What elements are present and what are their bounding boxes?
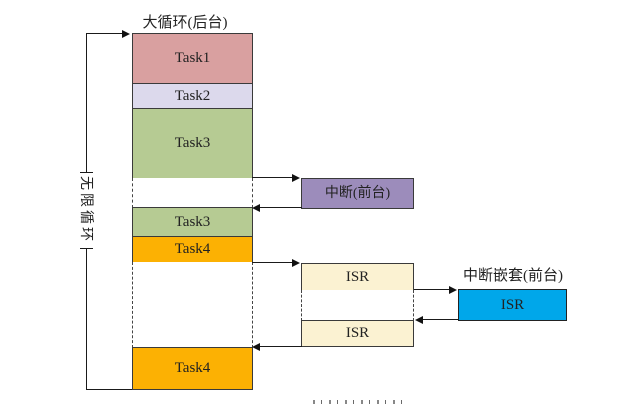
flow-line-to-interrupt <box>252 177 293 178</box>
background-loop-title: 大循环(后台) <box>142 15 228 31</box>
flow-line-interrupt-return <box>259 207 302 208</box>
task4-label: Task4 <box>174 241 211 257</box>
task3-label: Task3 <box>174 135 211 151</box>
arrowhead-interrupt-return <box>252 204 260 212</box>
flow-line-to-nested-isr <box>414 289 450 290</box>
interrupt-label: 中断(前台) <box>324 185 391 201</box>
loop-line-bottom <box>86 389 132 390</box>
nested-interrupt-title: 中断嵌套(前台) <box>463 268 563 284</box>
interrupted-gap-2 <box>132 262 253 348</box>
task3-resumed-block: Task3 <box>132 207 253 237</box>
task4-resumed-label: Task4 <box>174 360 211 376</box>
isr-second-block: ISR <box>301 320 414 347</box>
loop-arrowhead <box>122 30 130 38</box>
isr-second-label: ISR <box>345 325 370 341</box>
task1-label: Task1 <box>174 50 211 66</box>
task3-resumed-label: Task3 <box>174 213 211 230</box>
isr-first-block: ISR <box>301 263 414 291</box>
loop-label: 无限循环 <box>77 174 97 246</box>
flow-line-to-isr <box>252 262 293 263</box>
loop-label-tick-bottom <box>80 248 93 249</box>
task4-block: Task4 <box>132 236 253 263</box>
task2-label: Task2 <box>174 87 211 104</box>
arrowhead-nested-return <box>415 316 423 324</box>
task1-block: Task1 <box>132 33 253 84</box>
task3-block: Task3 <box>132 108 253 179</box>
caption-fragment <box>313 400 407 404</box>
arrowhead-to-nested-isr <box>449 286 457 294</box>
task2-block: Task2 <box>132 83 253 109</box>
loop-line-top <box>86 33 123 34</box>
nested-isr-label: ISR <box>500 296 525 313</box>
flow-line-isr-return <box>259 346 302 347</box>
arrowhead-isr-return <box>252 343 260 351</box>
arrowhead-to-interrupt <box>292 174 300 182</box>
flow-line-nested-return <box>422 319 458 320</box>
task4-resumed-block: Task4 <box>132 347 253 390</box>
loop-line-vertical-lower <box>86 249 87 390</box>
nested-isr-block: ISR <box>458 289 567 321</box>
interrupted-gap-1 <box>132 178 253 208</box>
loop-label-tick-top <box>80 172 93 173</box>
isr-gap <box>301 290 414 321</box>
isr-first-label: ISR <box>345 268 370 285</box>
interrupt-block: 中断(前台) <box>301 178 414 209</box>
loop-line-vertical-upper <box>86 33 87 172</box>
arrowhead-to-isr <box>292 259 300 267</box>
